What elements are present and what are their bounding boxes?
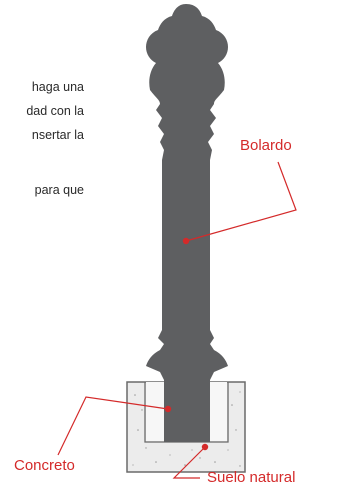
bollard-shape bbox=[146, 4, 228, 442]
concreto-marker bbox=[164, 405, 172, 413]
label-concreto: Concreto bbox=[14, 457, 75, 474]
label-bolardo: Bolardo bbox=[240, 137, 292, 154]
paragraph-line-4: para que bbox=[34, 183, 84, 197]
label-suelo-natural: Suelo natural bbox=[207, 469, 296, 486]
paragraph-line-2: dad con la bbox=[26, 104, 84, 118]
bolardo-leader bbox=[185, 161, 297, 242]
paragraph-line-3: nsertar la bbox=[31, 128, 84, 142]
paragraph-line-1: haga una bbox=[31, 80, 84, 94]
concreto-leader bbox=[57, 396, 169, 456]
leader-lines bbox=[57, 161, 297, 479]
bolardo-marker bbox=[182, 237, 190, 245]
suelo-marker bbox=[201, 443, 209, 451]
suelo-leader bbox=[172, 446, 206, 479]
